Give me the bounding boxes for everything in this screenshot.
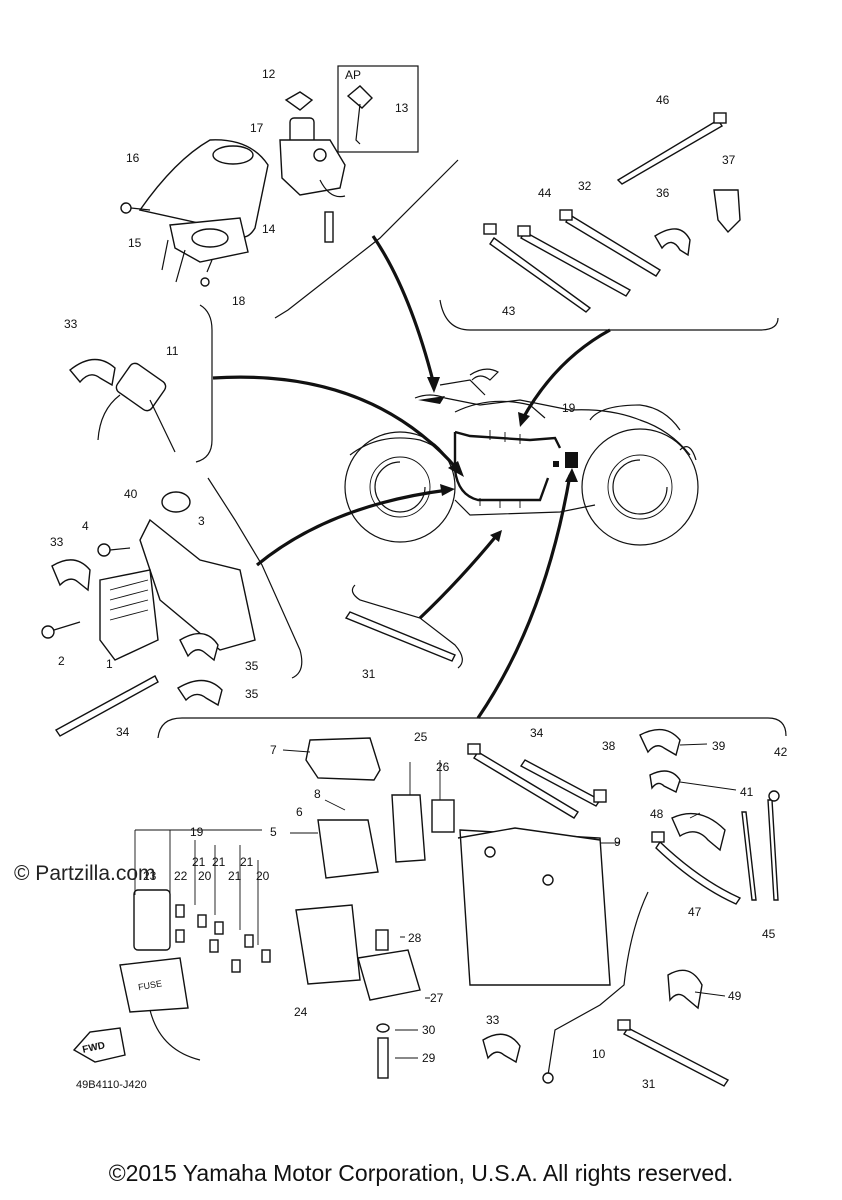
callout-40: 40 bbox=[124, 487, 138, 501]
callout-45: 45 bbox=[762, 927, 776, 941]
motorcycle-silhouette bbox=[344, 368, 699, 546]
callout-26: 26 bbox=[436, 760, 450, 774]
callout-7: 7 bbox=[270, 743, 277, 757]
callout-12: 12 bbox=[262, 67, 276, 81]
callout-42: 42 bbox=[774, 745, 788, 759]
callout-31-b: 31 bbox=[642, 1077, 656, 1091]
callout-24: 24 bbox=[294, 1005, 308, 1019]
cable-tie-31-upper bbox=[344, 611, 456, 662]
callout-22: 22 bbox=[174, 869, 188, 883]
callout-15: 15 bbox=[128, 236, 142, 250]
callout-14: 14 bbox=[262, 222, 276, 236]
callout-32: 32 bbox=[578, 179, 592, 193]
bottom-parts bbox=[72, 728, 780, 1087]
callout-4: 4 bbox=[82, 519, 89, 533]
callout-21-a: 21 bbox=[192, 855, 206, 869]
callout-47: 47 bbox=[688, 905, 702, 919]
connection-arrows bbox=[212, 235, 611, 719]
callout-labels: AP 13 12 17 16 14 15 18 46 37 32 36 44 4… bbox=[50, 67, 788, 1091]
callout-43: 43 bbox=[502, 304, 516, 318]
fwd-label: FWD bbox=[81, 1040, 106, 1055]
callout-3: 3 bbox=[198, 514, 205, 528]
callout-49: 49 bbox=[728, 989, 742, 1003]
callout-21-d: 21 bbox=[228, 869, 242, 883]
callout-9: 9 bbox=[614, 835, 621, 849]
callout-33-a: 33 bbox=[64, 317, 78, 331]
callout-37: 37 bbox=[722, 153, 736, 167]
callout-21-c: 21 bbox=[240, 855, 254, 869]
callout-19-a: 19 bbox=[562, 401, 576, 415]
callout-25: 25 bbox=[414, 730, 428, 744]
callout-20-b: 20 bbox=[256, 869, 270, 883]
callout-35-b: 35 bbox=[245, 687, 259, 701]
callout-33-c: 33 bbox=[486, 1013, 500, 1027]
callout-5: 5 bbox=[270, 825, 277, 839]
cable-ties-top bbox=[483, 112, 741, 313]
callout-10: 10 bbox=[592, 1047, 606, 1061]
callout-35-a: 35 bbox=[245, 659, 259, 673]
diagram-code: 49B4110-J420 bbox=[76, 1079, 147, 1091]
callout-21-b: 21 bbox=[212, 855, 226, 869]
callout-13: 13 bbox=[395, 101, 409, 115]
callout-11: 11 bbox=[166, 344, 179, 358]
callout-20-a: 20 bbox=[198, 869, 212, 883]
callout-34-a: 34 bbox=[116, 725, 130, 739]
left-upper-parts bbox=[69, 358, 176, 453]
callout-30: 30 bbox=[422, 1023, 436, 1037]
callout-1: 1 bbox=[106, 657, 113, 671]
callout-6: 6 bbox=[296, 805, 303, 819]
callout-28: 28 bbox=[408, 931, 422, 945]
left-lower-parts bbox=[41, 491, 256, 737]
callout-8: 8 bbox=[314, 787, 321, 801]
callout-38: 38 bbox=[602, 739, 616, 753]
ap-label: AP bbox=[345, 68, 361, 82]
callout-39: 39 bbox=[712, 739, 726, 753]
copyright-notice: ©2015 Yamaha Motor Corporation, U.S.A. A… bbox=[108, 1160, 734, 1186]
callout-18: 18 bbox=[232, 294, 246, 308]
callout-23: 23 bbox=[143, 869, 157, 883]
callout-31-a: 31 bbox=[362, 667, 376, 681]
callout-29: 29 bbox=[422, 1051, 436, 1065]
callout-16: 16 bbox=[126, 151, 140, 165]
watermark: © Partzilla.com bbox=[14, 862, 156, 885]
fuse-label: FUSE bbox=[137, 978, 162, 992]
callout-36: 36 bbox=[656, 186, 670, 200]
callout-46: 46 bbox=[656, 93, 670, 107]
callout-33-b: 33 bbox=[50, 535, 64, 549]
callout-34-b: 34 bbox=[530, 726, 544, 740]
callout-2: 2 bbox=[58, 654, 65, 668]
callout-19-b: 19 bbox=[190, 825, 204, 839]
callout-44: 44 bbox=[538, 186, 552, 200]
ignition-group bbox=[120, 65, 419, 287]
callout-48: 48 bbox=[650, 807, 664, 821]
callout-27: 27 bbox=[430, 991, 444, 1005]
callout-17: 17 bbox=[250, 121, 264, 135]
group-brackets bbox=[157, 159, 787, 739]
callout-41: 41 bbox=[740, 785, 754, 799]
